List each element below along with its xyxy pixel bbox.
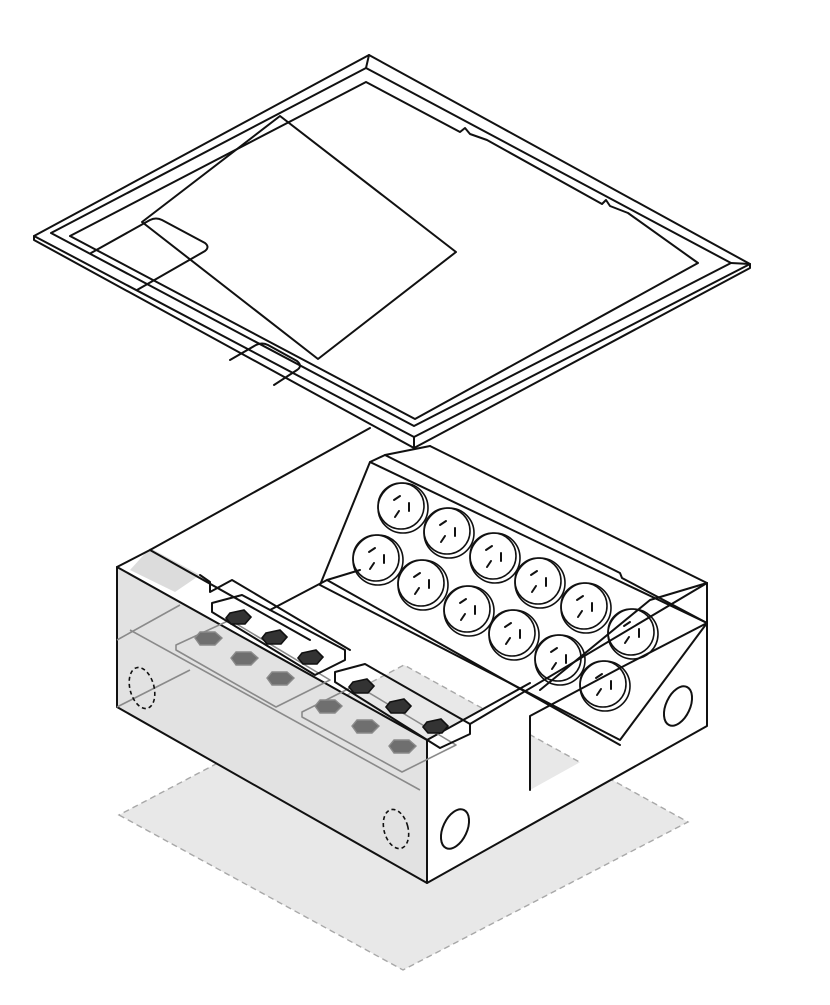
lid-outer-frame (33, 54, 751, 438)
data-port-icon (194, 631, 224, 646)
data-strip-front-right (334, 663, 471, 749)
data-port-icon (296, 649, 325, 665)
data-strip-front-left (211, 594, 346, 676)
box-top-band (130, 548, 200, 592)
power-outlet-icon (560, 582, 612, 634)
power-outlet-icon (488, 609, 540, 661)
data-port-icon (421, 718, 450, 734)
data-port-icon (260, 629, 289, 645)
power-outlet-icon (443, 585, 495, 637)
power-outlet-icon (514, 557, 566, 609)
knockout-front (439, 808, 471, 850)
power-outlets (352, 482, 659, 712)
knockout-right (662, 685, 694, 727)
power-outlet-icon (534, 634, 586, 686)
power-outlet-icon (579, 660, 631, 712)
box-right-face (427, 683, 707, 883)
data-port-icon (384, 698, 413, 714)
lid-insert-panel (141, 115, 457, 360)
data-port-icon (347, 678, 376, 694)
data-port-icon (230, 651, 260, 666)
power-outlet-icon (423, 507, 475, 559)
power-outlet-icon (397, 559, 449, 611)
box-body (116, 427, 708, 884)
knockout-hidden-front (382, 808, 410, 850)
box-left-face (117, 567, 427, 883)
power-outlet-icon (352, 534, 404, 586)
power-outlet-icon (469, 532, 521, 584)
knockouts (128, 666, 694, 850)
data-strip-rear-left (175, 619, 331, 708)
data-port-icon (224, 609, 253, 625)
knockout-hidden-left (128, 666, 156, 710)
data-port-icon (351, 719, 381, 734)
lid-inner-frame (69, 81, 699, 420)
lid-flap-left (90, 217, 209, 291)
data-port-icon (266, 671, 296, 686)
lid-flap-right (229, 342, 301, 386)
lid (33, 54, 751, 449)
data-port-icon (314, 699, 344, 714)
power-outlet-icon (377, 482, 429, 534)
data-port-icon (388, 739, 418, 754)
outlet-panel (319, 461, 708, 741)
